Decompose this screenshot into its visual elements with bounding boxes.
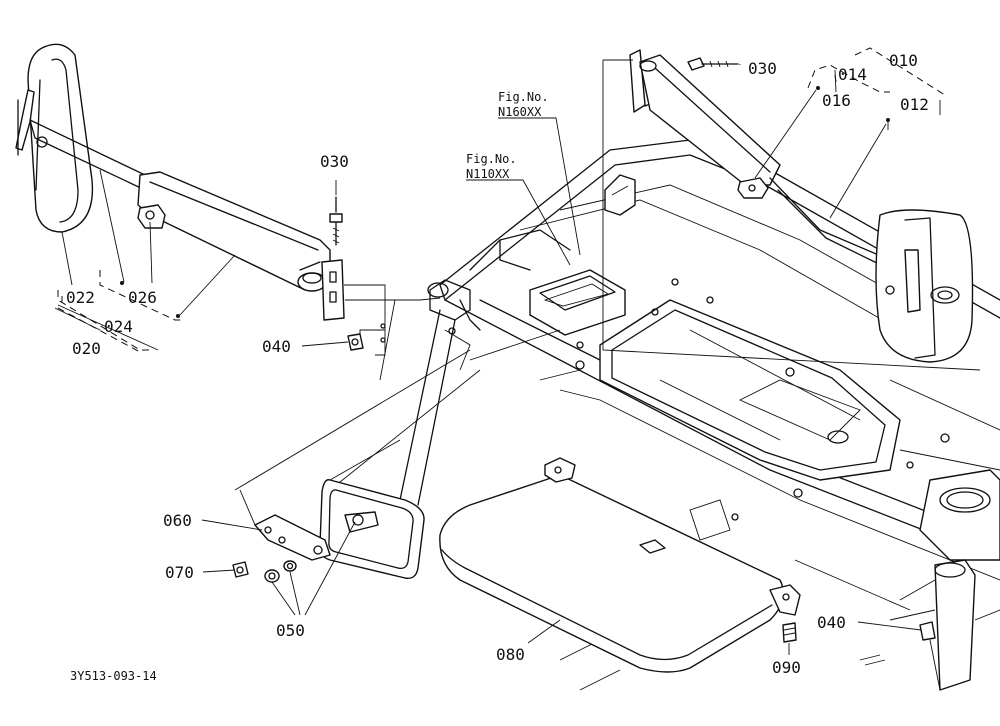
label-014: 014 [838, 65, 867, 84]
label-080: 080 [496, 645, 525, 664]
inner-mirror-assembly [232, 349, 471, 583]
label-040-right: 040 [817, 613, 846, 632]
label-016: 016 [822, 91, 851, 110]
label-020: 020 [72, 339, 101, 358]
left-mirror-assembly [15, 43, 441, 356]
fig-n160-code: N160XX [498, 105, 542, 119]
grouping-brackets [54, 47, 946, 353]
label-040-left: 040 [262, 337, 291, 356]
label-050: 050 [276, 621, 305, 640]
fig-n110-code: N110XX [466, 167, 510, 181]
label-024: 024 [104, 317, 133, 336]
leader-lines [61, 59, 981, 655]
label-026: 026 [128, 288, 157, 307]
label-090: 090 [772, 658, 801, 677]
label-070: 070 [165, 563, 194, 582]
frame-bolts [575, 278, 950, 498]
label-022: 022 [66, 288, 95, 307]
drawing-code: 3Y513-093-14 [70, 669, 157, 683]
fig-n110-title: Fig.No. [466, 152, 517, 166]
label-010: 010 [889, 51, 918, 70]
fig-n160-title: Fig.No. [498, 90, 549, 104]
label-030-left: 030 [320, 152, 349, 171]
cab-roof-frame [329, 139, 1000, 691]
right-mirror-assembly [629, 49, 974, 363]
part-labels: 010 012 014 016 030 030 040 022 026 024 … [66, 51, 929, 683]
label-030-right: 030 [748, 59, 777, 78]
label-012: 012 [900, 95, 929, 114]
label-060: 060 [163, 511, 192, 530]
sun-visor [439, 457, 936, 673]
